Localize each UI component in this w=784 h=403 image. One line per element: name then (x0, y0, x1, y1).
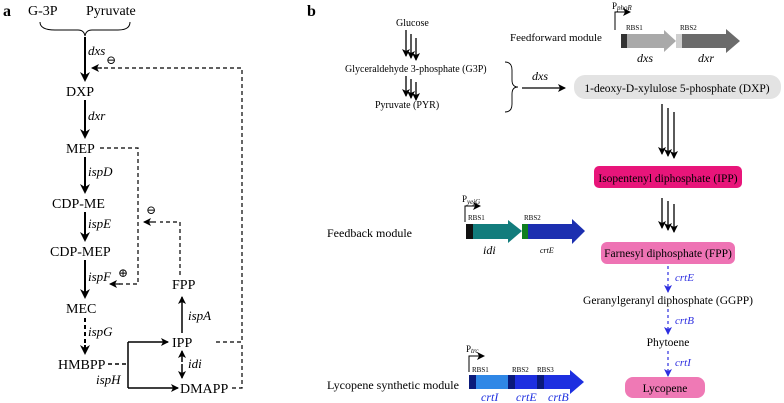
gene-crte-block (515, 375, 537, 389)
gene-idi-arrow (473, 220, 522, 243)
node-pyruvate: Pyruvate (86, 4, 136, 19)
gene-dxs-label: dxs (637, 51, 653, 65)
minus-sign-dxs: ⊖ (106, 53, 116, 67)
feedforward-rbs2: RBS2 (680, 24, 697, 32)
feedback-rbs1: RBS1 (468, 214, 485, 222)
minus-sign-fpp: ⊖ (146, 203, 156, 217)
lycopene-module-title: Lycopene synthetic module (327, 378, 459, 392)
ipp-box-label: Isopentenyl diphosphate (IPP) (598, 173, 737, 185)
node-g3p: G-3P (28, 4, 58, 19)
feedback-rbs2-block (522, 224, 528, 239)
feedforward-rbs1: RBS1 (626, 24, 643, 32)
dxs-step-label: dxs (532, 69, 548, 83)
enzyme-idi: idi (188, 356, 202, 371)
gene-dxs-arrow (627, 30, 676, 52)
feedforward-promoter-arrow (614, 8, 631, 30)
enzyme-ispd: ispD (88, 164, 113, 179)
lycopene-rbs2-block (508, 375, 515, 389)
ipp-feedback-line (100, 67, 243, 343)
ipp-to-fpp-arrows (658, 198, 678, 233)
lycopene-rbs2: RBS2 (512, 366, 529, 374)
enzyme-ispa: ispA (188, 308, 211, 323)
node-fpp: FPP (172, 278, 196, 293)
enzyme-ispe: ispE (88, 216, 111, 231)
input-brace (39, 21, 131, 37)
fpp-feedback-line (160, 221, 181, 275)
gene-crte-fb-arrow (528, 219, 585, 244)
panel-a: a G-3P Pyruvate dxs ⊖ DXP dxr MEP ispD C… (3, 3, 243, 397)
lycopene-promoter-arrow (468, 352, 485, 372)
lycopene-rbs3-block (537, 375, 544, 389)
gene-crtb-label: crtB (548, 390, 569, 403)
lycopene-promoter: Ptrc (466, 344, 479, 355)
feedback-title: Feedback module (327, 226, 412, 240)
feedback-rbs2: RBS2 (524, 214, 541, 222)
enzyme-ispf: ispF (88, 269, 112, 284)
feedforward-module: Feedforward module PphoR RBS1 RBS2 dxs d… (510, 1, 740, 65)
node-hmbpp: HMBPP (58, 358, 106, 373)
fpp-box (601, 242, 735, 264)
enzyme-isph: ispH (96, 372, 121, 387)
feedback-module: Feedback module PyejG RBS1 RBS2 idi crtE (327, 194, 585, 257)
feedback-promoter-arrow (464, 202, 481, 222)
lycopene-box-label: Lycopene (643, 383, 688, 395)
feedback-promoter: PyejG (462, 194, 480, 206)
enzyme-ispg: ispG (88, 324, 113, 339)
gene-crtb-arrow (544, 370, 584, 394)
step-crti: crtI (675, 357, 692, 369)
g3p-label: Glyceraldehyde 3-phosphate (G3P) (345, 64, 487, 75)
g3p-to-pyr-arrows (402, 76, 420, 101)
plus-sign-ispf: ⊕ (118, 266, 128, 280)
dxp-box-label: 1-deoxy-D-xylulose 5-phosphate (DXP) (584, 83, 769, 95)
lycopene-box (625, 377, 705, 398)
gene-crti-label: crtI (481, 390, 499, 403)
ipp-box (594, 166, 742, 188)
enzyme-dxr: dxr (88, 108, 106, 123)
gene-dxr-label: dxr (698, 51, 714, 65)
ggpp-label: Geranylgeranyl diphosphate (GGPP) (583, 295, 753, 307)
lycopene-rbs3: RBS3 (537, 366, 554, 374)
dxp-to-ipp-arrows (658, 104, 678, 159)
panel-b: b Glucose Glyceraldehyde 3-phosphate (G3… (307, 1, 781, 403)
dmapp-feedback-line (232, 342, 243, 389)
panel-a-letter: a (3, 3, 11, 20)
node-ipp: IPP (172, 336, 192, 351)
lycopene-rbs1: RBS1 (472, 366, 489, 374)
feedforward-rbs2-block (676, 34, 682, 48)
feedforward-promoter: PphoR (612, 1, 633, 12)
gene-crte-fb-label: crtE (540, 246, 554, 255)
fpp-box-label: Farnesyl diphosphate (FPP) (604, 248, 732, 260)
node-cdp-me: CDP-ME (52, 197, 105, 212)
gene-dxr-arrow (682, 29, 740, 53)
node-mec: MEC (66, 302, 96, 317)
step-crtb: crtB (675, 315, 694, 327)
feedforward-rbs1-block (621, 34, 627, 48)
phytoene-label: Phytoene (647, 337, 690, 349)
gene-idi-label: idi (483, 243, 496, 257)
mep-feedback-line (100, 147, 139, 285)
gene-crti-block (476, 375, 508, 389)
node-dxp: DXP (66, 85, 94, 100)
gene-crte-label: crtE (516, 390, 537, 403)
lycopene-rbs1-block (469, 375, 476, 389)
glycolysis-brace (504, 61, 519, 113)
feedforward-title: Feedforward module (510, 32, 602, 44)
node-dmapp: DMAPP (180, 382, 228, 397)
dxp-box (574, 75, 781, 99)
node-mep: MEP (66, 142, 95, 157)
glucose-label: Glucose (396, 18, 429, 29)
panel-b-letter: b (307, 3, 316, 20)
lycopene-module: Lycopene synthetic module Ptrc RBS1 RBS2… (327, 344, 584, 403)
glucose-to-g3p-arrows (402, 30, 420, 61)
feedback-rbs1-block (466, 224, 473, 239)
enzyme-dxs: dxs (88, 43, 105, 58)
node-cdp-mep: CDP-MEP (50, 245, 111, 260)
pyr-label: Pyruvate (PYR) (375, 100, 439, 111)
step-crte: crtE (675, 272, 694, 284)
